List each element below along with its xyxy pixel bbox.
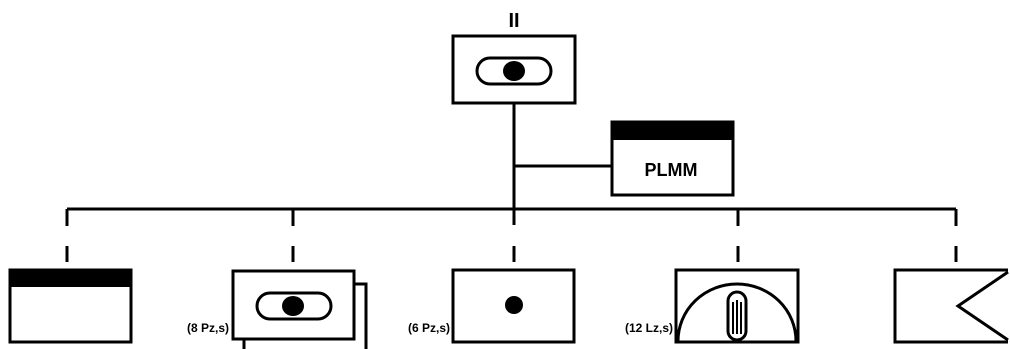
plmm-unit-symbol [610,120,735,197]
subordinate-4-symbol [674,268,800,344]
subordinate-3-symbol [451,268,576,344]
subordinate-2-symbol [231,269,368,349]
top-unit-echelon: II [508,10,519,32]
subordinate-2-strength: (8 Pz,s) [187,321,229,335]
subordinate-4-strength: (12 Lz,s) [625,321,673,335]
subordinate-1-symbol [8,268,133,344]
subordinate-5-symbol [893,268,1009,344]
top-unit-symbol [451,34,577,105]
subordinate-3-strength: (6 Pz,s) [408,321,450,335]
subordinate-echelon-markers [65,246,958,262]
connector-lines [65,104,958,226]
plmm-label: PLMM [645,160,698,180]
